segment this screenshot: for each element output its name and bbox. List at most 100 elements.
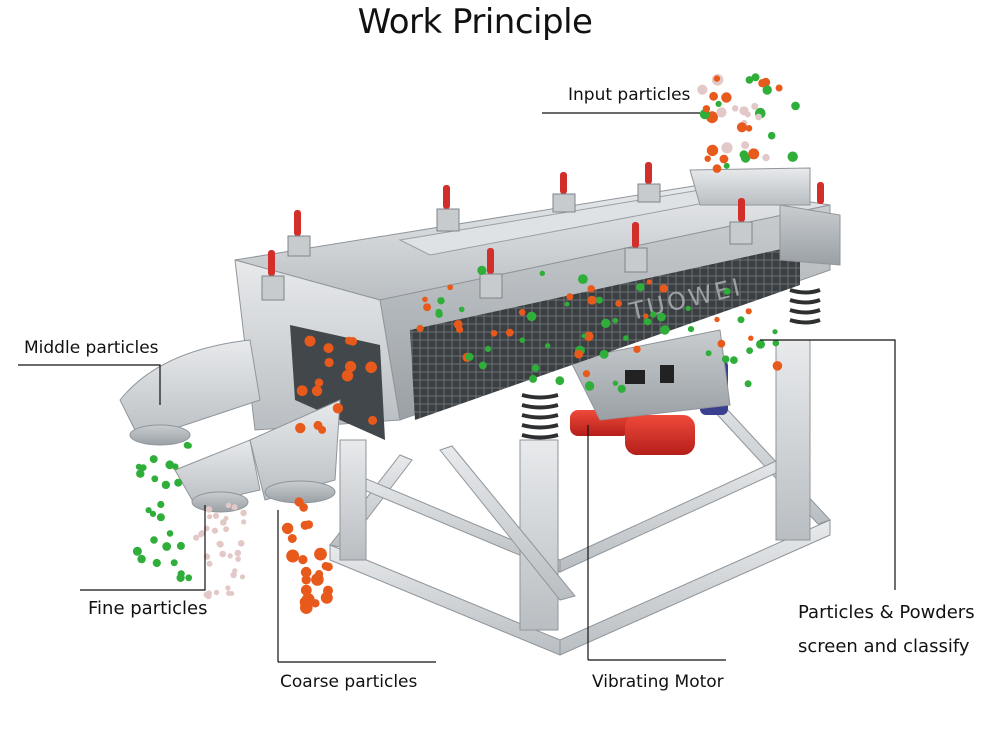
particle-dot	[741, 141, 750, 150]
particle-dot	[526, 311, 537, 322]
particle-dot	[206, 560, 213, 567]
particle-dot	[165, 460, 175, 470]
particle-dot	[423, 303, 432, 312]
particle-dot	[705, 350, 712, 357]
particle-dot	[755, 113, 762, 121]
particle-dot	[518, 309, 526, 316]
label-vibrating-motor: Vibrating Motor	[592, 672, 724, 692]
particle-dot	[581, 333, 587, 339]
particle-dot	[745, 308, 752, 315]
particle-dot	[744, 380, 752, 388]
particle-dot	[341, 370, 354, 382]
particle-dot	[555, 376, 565, 386]
particle-dot	[311, 385, 323, 397]
label-classify: Particles & Powders screen and classify	[798, 596, 975, 664]
particle-dot	[300, 566, 312, 578]
particle-dot	[323, 343, 334, 354]
particle-dot	[702, 105, 711, 113]
particle-dot	[717, 339, 726, 348]
particle-dot	[529, 374, 537, 383]
particle-dot	[732, 105, 739, 112]
particle-dot	[582, 370, 591, 378]
classify-callout-line	[760, 339, 896, 590]
particle-dot	[150, 536, 158, 544]
particle-dot	[659, 284, 668, 293]
particle-dot	[704, 155, 711, 162]
particle-dot	[477, 265, 487, 275]
callout-lines	[18, 112, 896, 663]
particle-dot	[176, 541, 185, 550]
particle-dot	[636, 283, 645, 292]
particle-dot	[311, 573, 324, 586]
particle-dot	[172, 463, 179, 470]
particle-dot	[332, 403, 344, 414]
input-particles	[697, 73, 800, 173]
particle-dot	[348, 337, 358, 346]
label-classify-line2: screen and classify	[798, 636, 970, 657]
particle-dot	[612, 380, 619, 386]
particle-dot	[211, 527, 218, 534]
particle-dot	[157, 500, 165, 509]
particle-dot	[706, 144, 719, 157]
particle-dot	[758, 79, 767, 88]
particle-dot	[304, 335, 316, 347]
springs	[521, 288, 821, 440]
particle-dot	[709, 91, 718, 101]
particle-dot	[739, 106, 749, 116]
particle-dot	[697, 84, 708, 95]
particle-dot	[685, 305, 691, 311]
particle-dot	[716, 107, 727, 118]
particle-dot	[287, 534, 297, 543]
particle-dot	[300, 584, 312, 596]
particle-dot	[719, 154, 729, 164]
particle-dot	[223, 526, 230, 533]
particle-dot	[239, 574, 246, 580]
particle-dot	[318, 425, 327, 434]
particle-dot	[721, 355, 730, 364]
particle-dot	[721, 142, 733, 154]
particle-dot	[730, 356, 738, 364]
particle-dot	[212, 512, 220, 520]
particle-dot	[281, 522, 294, 535]
particle-dot	[772, 329, 778, 335]
particle-dot	[152, 558, 161, 568]
particle-dot	[643, 313, 649, 319]
particle-dot	[229, 591, 235, 596]
particle-dot	[772, 361, 783, 371]
particle-dot	[345, 361, 357, 373]
particle-dot	[437, 297, 445, 305]
particle-dot	[657, 312, 666, 322]
label-coarse-particles: Coarse particles	[280, 672, 418, 692]
particle-dot	[564, 301, 570, 307]
particle-dot	[791, 101, 800, 111]
particle-dot	[748, 335, 754, 341]
particle-dot	[235, 556, 241, 562]
particle-dot	[177, 570, 185, 578]
particle-dot	[714, 316, 720, 323]
particle-dot	[736, 122, 747, 133]
particle-dot	[234, 549, 242, 557]
particle-dot	[465, 352, 474, 361]
particle-dot	[296, 385, 308, 397]
coarse-window-particles	[295, 335, 378, 434]
particle-dot	[453, 320, 463, 329]
particle-dot	[584, 331, 594, 342]
particle-dot	[748, 148, 760, 160]
particle-dot	[584, 381, 595, 391]
particle-dot	[646, 279, 652, 285]
particle-dot	[314, 547, 327, 561]
particle-dot	[787, 151, 798, 162]
particle-dot	[227, 553, 233, 559]
particle-dot	[198, 530, 206, 537]
particle-dot	[712, 164, 722, 173]
particle-dot	[213, 589, 220, 596]
particle-dot	[762, 153, 770, 162]
particle-dot	[458, 306, 465, 313]
particle-dot	[185, 574, 193, 582]
particle-dot	[762, 85, 772, 95]
particle-dot	[566, 293, 574, 301]
particle-dot	[531, 364, 540, 372]
particle-dot	[751, 73, 760, 82]
particle-dot	[713, 75, 721, 82]
particle-dot	[135, 463, 142, 470]
